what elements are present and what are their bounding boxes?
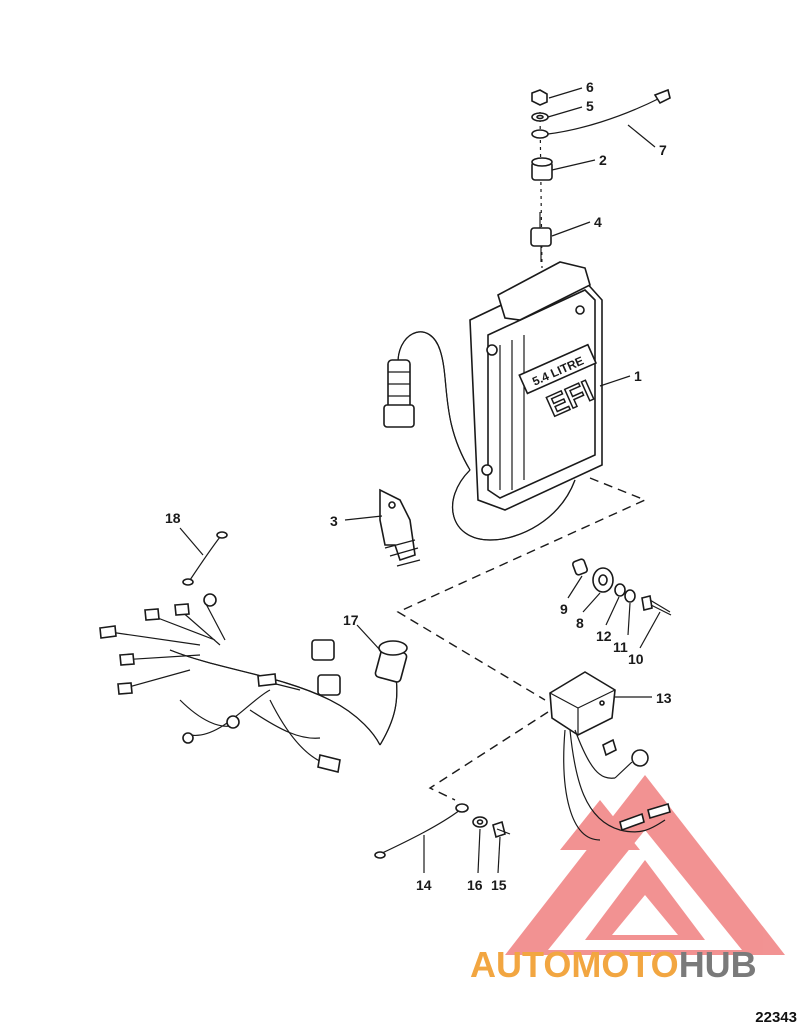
watermark-auto: AUTO: [470, 944, 571, 985]
wiring-harness-part: [99, 593, 408, 773]
spacer-part: [531, 157, 553, 181]
callout-4: 4: [594, 214, 602, 230]
callout-2: 2: [599, 152, 607, 168]
callout-labels: 6 5 7 2 4 1 3 18 9 8 12 11 10 13 17 14 1…: [165, 79, 672, 893]
callout-9: 9: [560, 601, 568, 617]
callout-17: 17: [343, 612, 359, 628]
callout-12: 12: [596, 628, 612, 644]
callout-6: 6: [586, 79, 594, 95]
watermark-hub: HUB: [679, 944, 757, 985]
diagram-number: 22343: [755, 1009, 797, 1026]
stud-mount-part: [530, 212, 552, 262]
hardware-set-part: [572, 558, 672, 616]
ecu-module-part: 5.4 LITRE EFI: [383, 261, 603, 541]
callout-14: 14: [416, 877, 432, 893]
callout-7: 7: [659, 142, 667, 158]
callout-13: 13: [656, 690, 672, 706]
watermark-text: AUTOMOTOHUB: [470, 944, 757, 985]
callout-8: 8: [576, 615, 584, 631]
washer-part: [531, 112, 549, 122]
nut-part: [531, 89, 548, 106]
screw-15-part: [492, 820, 511, 839]
dashed-routing-lines: [396, 477, 647, 801]
leader-lines: [179, 87, 661, 874]
watermark-logo: [505, 775, 785, 955]
callout-11: 11: [613, 639, 628, 655]
svg-text:AUTOMOTOHUB: AUTOMOTOHUB: [470, 944, 757, 985]
jumper-cable-part: [182, 531, 228, 586]
callout-15: 15: [491, 877, 507, 893]
callout-5: 5: [586, 98, 594, 114]
callout-18: 18: [165, 510, 181, 526]
callout-1: 1: [634, 368, 642, 384]
ground-cable-part: [531, 88, 671, 139]
bracket-part: [379, 488, 421, 567]
callout-3: 3: [330, 513, 338, 529]
callout-10: 10: [628, 651, 644, 667]
washer-16-part: [472, 816, 488, 828]
callout-16: 16: [467, 877, 483, 893]
short-ground-cable-part: [374, 803, 469, 859]
watermark-moto: MOTO: [571, 944, 678, 985]
module-box-part: [549, 671, 671, 841]
